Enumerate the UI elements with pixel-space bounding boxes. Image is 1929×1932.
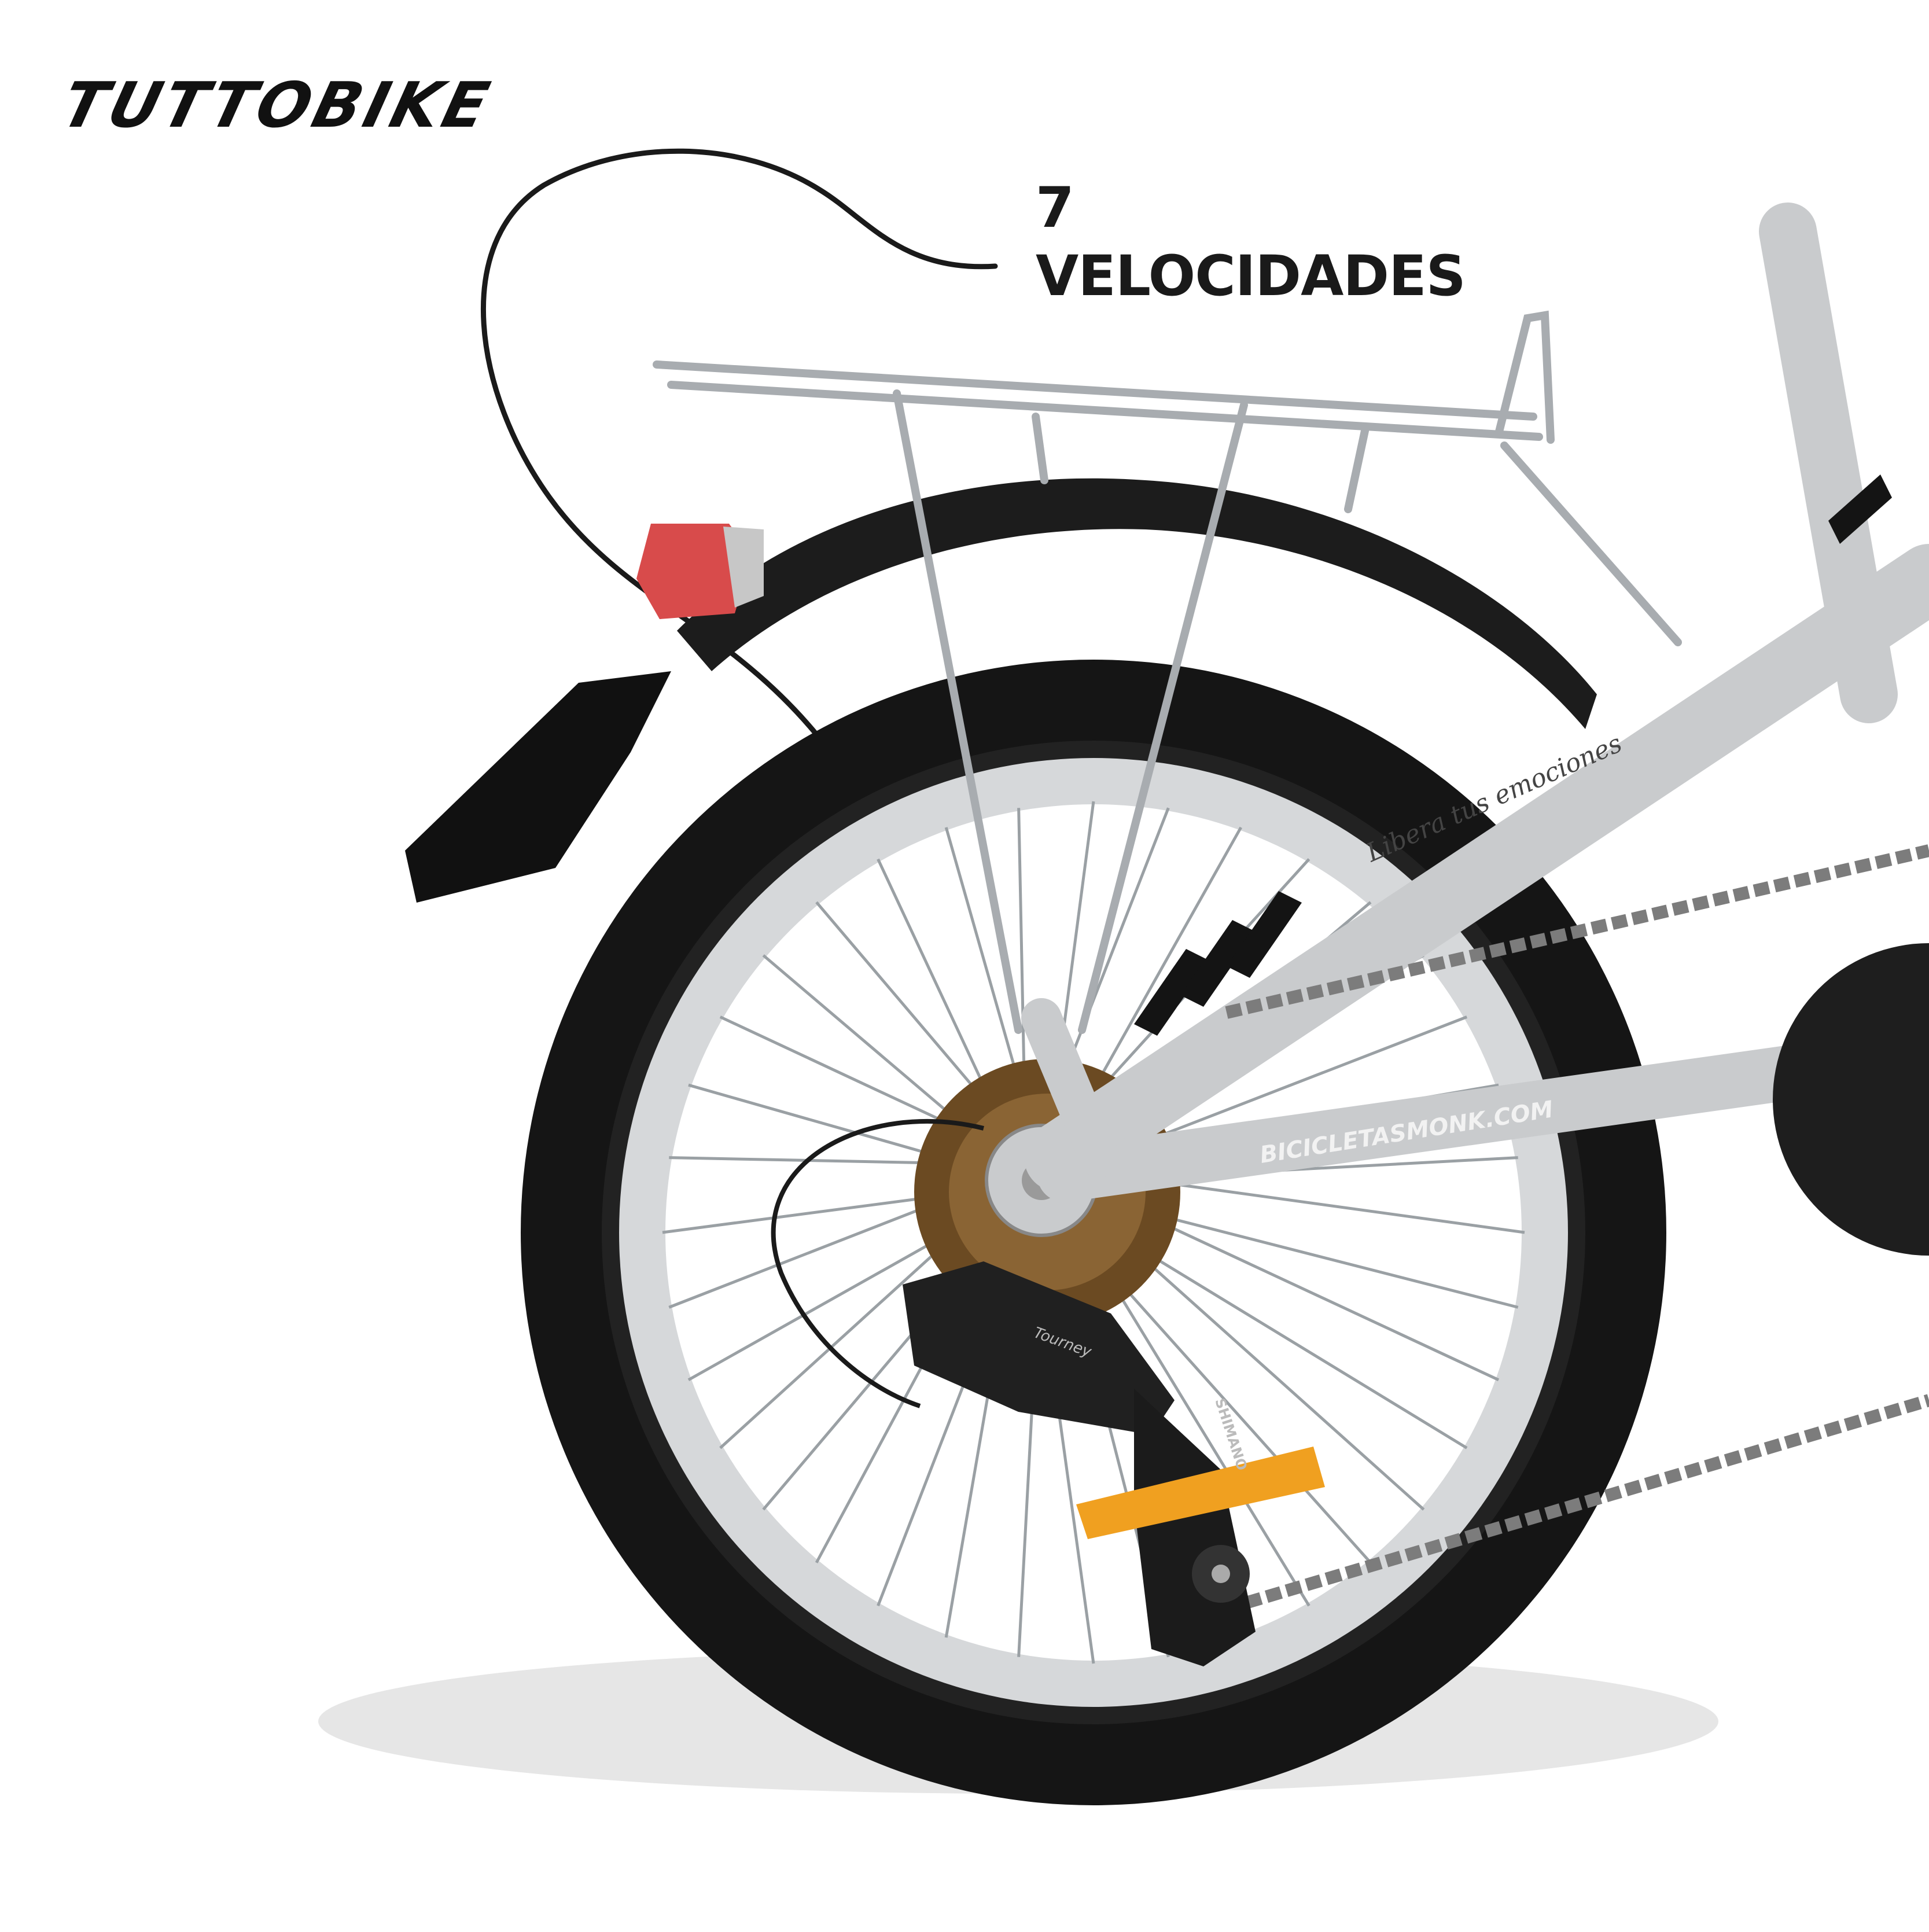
- speeds-callout: 7 VELOCIDADES: [1036, 174, 1466, 310]
- brand-logo: TUTTOBIKE: [54, 69, 499, 142]
- mud-flap: [405, 671, 671, 903]
- chainring: [1773, 943, 1929, 1256]
- rear-reflector: [636, 524, 764, 619]
- callout-text: VELOCIDADES: [1036, 244, 1466, 308]
- frame-decal-stripes: [1134, 474, 1892, 1036]
- rear-derailleur: [903, 1261, 1256, 1666]
- pedal-reflector: [1076, 1447, 1325, 1539]
- rear-rack: [653, 310, 1682, 1034]
- chain: [1224, 844, 1929, 1615]
- rear-mudguard: [677, 478, 1597, 729]
- shift-cable: [771, 1118, 984, 1408]
- callout-number: 7: [1036, 175, 1074, 240]
